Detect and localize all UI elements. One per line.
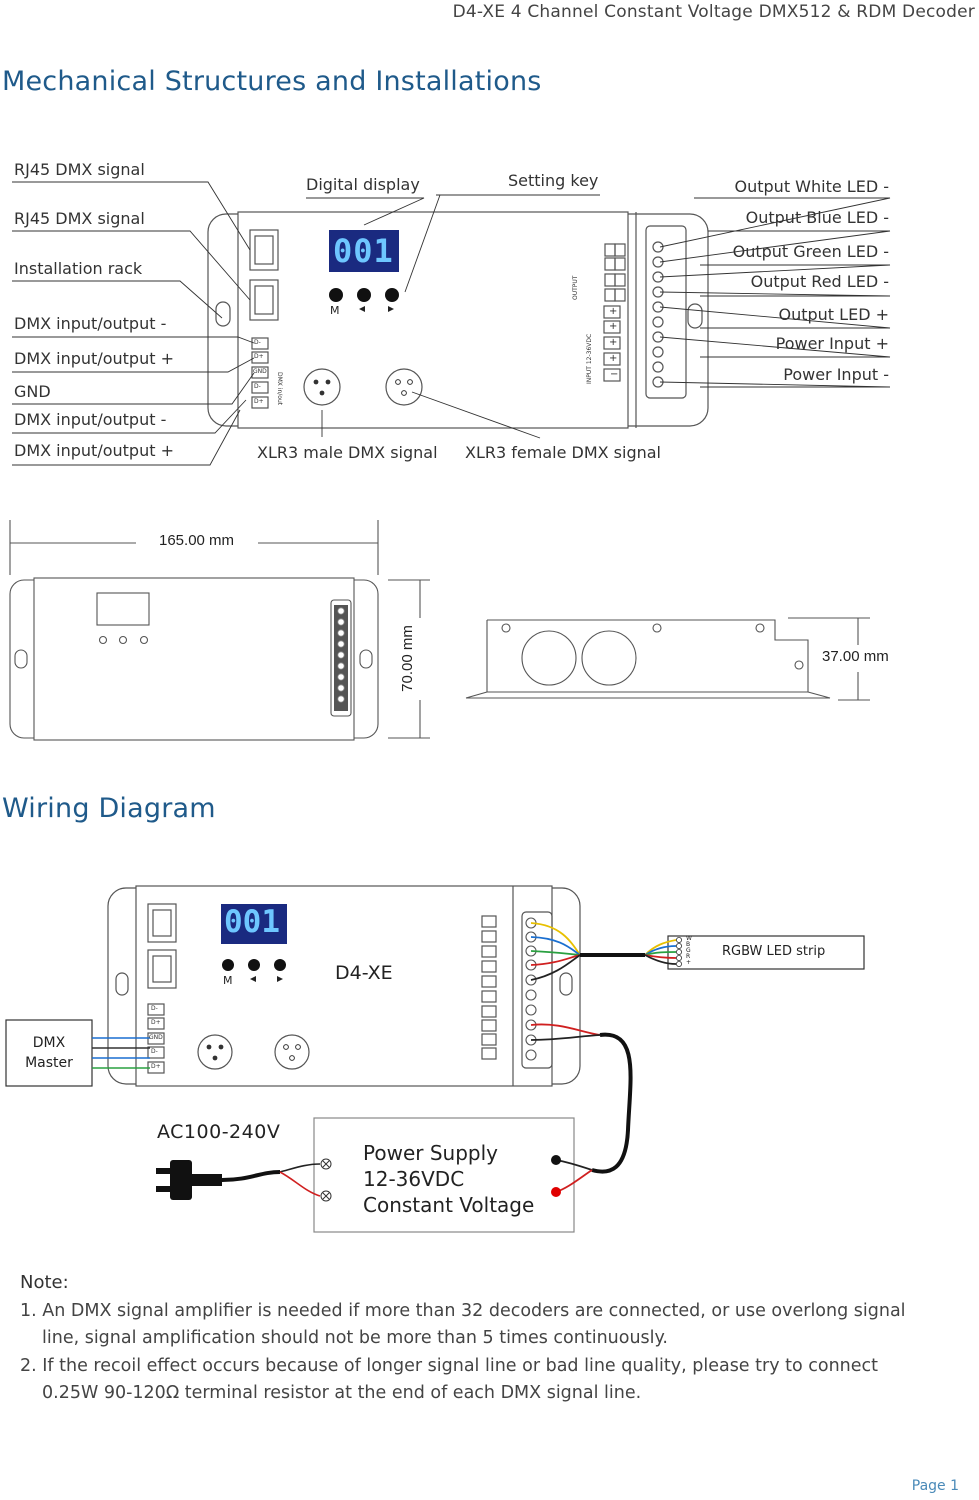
button-right	[385, 288, 399, 302]
xlr-male-connector	[303, 368, 341, 406]
device-model-label: D4-XE	[335, 962, 393, 984]
callout-dmx-plus-1: DMX input/output +	[14, 349, 174, 368]
callout-gnd: GND	[14, 382, 51, 401]
power-supply-box	[313, 1117, 575, 1233]
callout-xlr-male: XLR3 male DMX signal	[257, 443, 438, 462]
callout-power-plus: Power Input +	[775, 334, 889, 353]
xlr-female-connector	[385, 368, 423, 406]
power-supply-label: Power Supply 12-36VDC Constant Voltage	[363, 1140, 534, 1218]
note-item-1: 1. An DMX signal amplifier is needed if …	[20, 1301, 906, 1348]
output-terminal-block	[645, 225, 687, 399]
callout-setting-key: Setting key	[508, 171, 599, 190]
callout-output-green: Output Green LED -	[732, 242, 889, 261]
callout-rj45-1: RJ45 DMX signal	[14, 160, 145, 179]
callout-output-led-plus: Output LED +	[778, 305, 890, 324]
callout-dmx-minus-2: DMX input/output -	[14, 410, 167, 429]
callout-output-red: Output Red LED -	[750, 272, 889, 291]
led-strip-label: RGBW LED strip	[722, 944, 826, 959]
input-label: INPUT 12-36VDC	[586, 333, 593, 384]
strip-pin-b: B	[686, 941, 691, 948]
strip-pin-w: W	[686, 935, 692, 942]
mounting-slot-right	[687, 303, 703, 329]
button-m	[329, 288, 343, 302]
ac-plug-icon	[170, 1160, 192, 1200]
section-title-wiring: Wiring Diagram	[2, 793, 216, 824]
power-supply-line-2: 12-36VDC	[363, 1167, 465, 1191]
callout-power-minus: Power Input -	[783, 365, 889, 384]
wiring-key-m-label: M	[223, 974, 233, 987]
page-number: Page 1	[911, 1478, 959, 1494]
note-item-2: 2. If the recoil effect occurs because o…	[20, 1356, 879, 1403]
callout-xlr-female: XLR3 female DMX signal	[465, 443, 661, 462]
dmx-master-line-1: DMX	[32, 1035, 66, 1051]
callout-dmx-plus-2: DMX input/output +	[14, 441, 174, 460]
wiring-terminal-1: D-	[151, 1005, 158, 1012]
wiring-terminal-4: D-	[151, 1048, 158, 1055]
callout-dmx-minus-1: DMX input/output -	[14, 314, 167, 333]
dimension-width: 70.00 mm	[398, 625, 416, 692]
output-label: OUTPUT	[572, 275, 579, 300]
dmx-master-box	[5, 1019, 93, 1087]
wiring-terminal-3: GND	[149, 1034, 163, 1041]
ac-voltage-label: AC100-240V	[157, 1121, 281, 1143]
dimension-length: 165.00 mm	[159, 532, 235, 549]
terminal-label-5: D+	[254, 398, 264, 405]
wiring-terminal-2: D+	[151, 1019, 161, 1026]
wiring-terminal-5: D+	[151, 1063, 161, 1070]
device-body	[237, 211, 629, 429]
callout-installation-rack: Installation rack	[14, 259, 143, 278]
mounting-slot-left	[215, 301, 231, 327]
dmx-master-line-2: Master	[25, 1055, 73, 1071]
key-m-label: M	[330, 304, 340, 317]
dimension-height: 37.00 mm	[822, 648, 889, 665]
dmx-master-label: DMX Master	[6, 1033, 92, 1073]
document-header: D4-XE 4 Channel Constant Voltage DMX512 …	[452, 2, 975, 22]
display-readout: 001	[333, 232, 394, 270]
terminal-label-1: D-	[254, 339, 261, 346]
callout-digital-display: Digital display	[306, 175, 420, 194]
button-left	[357, 288, 371, 302]
note-heading: Note:	[20, 1272, 69, 1293]
wiring-display-readout: 001	[224, 904, 280, 940]
front-view-display	[96, 592, 150, 626]
strip-pin-plus: +	[686, 959, 692, 966]
terminal-label-3: GND	[253, 368, 267, 375]
callout-rj45-2: RJ45 DMX signal	[14, 209, 145, 228]
dmx-inout-label: DMX in/out	[276, 372, 283, 406]
callout-output-blue: Output Blue LED -	[745, 208, 889, 227]
power-supply-line-1: Power Supply	[363, 1141, 498, 1165]
strip-pin-r: R	[686, 953, 691, 960]
terminal-label-4: D-	[254, 383, 261, 390]
section-title-mechanical: Mechanical Structures and Installations	[2, 66, 542, 97]
digital-display	[329, 230, 399, 272]
power-supply-line-3: Constant Voltage	[363, 1193, 535, 1217]
callout-output-white: Output White LED -	[734, 177, 889, 196]
terminal-label-2: D+	[254, 353, 264, 360]
strip-pin-labels: W B G R +	[686, 936, 694, 966]
strip-pin-g: G	[686, 947, 691, 954]
